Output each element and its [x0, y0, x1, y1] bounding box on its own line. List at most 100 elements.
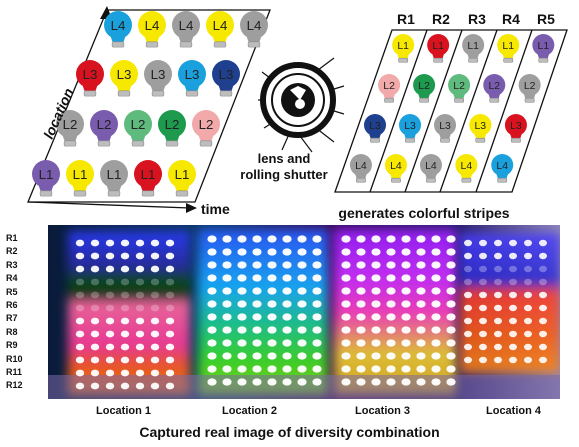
stripe-column-label-r3: R3 — [468, 11, 486, 27]
led-dot — [136, 370, 144, 377]
bulb-label: L1 — [141, 167, 156, 182]
led-dot — [252, 339, 261, 346]
photo-location-label-4: Location 4 — [486, 405, 541, 417]
bulb-label: L1 — [432, 41, 444, 52]
led-dot — [91, 279, 99, 286]
bulb-R4-L3: L3 — [469, 114, 491, 142]
led-dot — [76, 266, 84, 273]
bulb-base — [384, 98, 393, 102]
stripe-column-label-r5: R5 — [537, 11, 555, 27]
bulb-R4-L1: L1 — [497, 34, 519, 62]
led-dot — [207, 378, 216, 385]
photo-row-label-r10: R10 — [6, 354, 23, 364]
led-dot — [431, 365, 440, 372]
led-dot — [341, 339, 350, 346]
bulb-base — [40, 191, 52, 196]
bulb-neck — [174, 185, 189, 191]
bulb-R1-L2: L2 — [378, 74, 400, 102]
led-dot — [121, 357, 129, 364]
led-dot — [416, 326, 425, 333]
led-dot — [207, 235, 216, 242]
led-dot — [252, 378, 261, 385]
led-dot — [401, 274, 410, 281]
led-dot — [121, 305, 129, 312]
led-dot — [386, 300, 395, 307]
led-dot — [136, 240, 144, 247]
bulb-neck — [246, 36, 261, 42]
led-dot — [464, 344, 472, 350]
bulb-base — [132, 141, 144, 146]
led-dot — [237, 274, 246, 281]
bulb-neck — [184, 85, 199, 91]
led-dot — [509, 253, 517, 259]
led-dot — [136, 292, 144, 299]
bulb-neck — [496, 173, 508, 178]
led-dot — [282, 287, 291, 294]
led-dot — [237, 339, 246, 346]
bulb-R1-L4: L4 — [350, 154, 372, 182]
led-dot — [446, 261, 455, 268]
bulb-R2-L2: L2 — [413, 74, 435, 102]
led-dot — [446, 326, 455, 333]
led-dot — [524, 292, 532, 298]
led-dot — [207, 300, 216, 307]
time-arrowhead — [186, 203, 197, 213]
led-dot — [106, 305, 114, 312]
led-dot — [151, 383, 159, 390]
led-dot — [106, 357, 114, 364]
bulb-base — [539, 58, 548, 62]
led-dot — [267, 235, 276, 242]
led-dot — [312, 352, 321, 359]
bulb-label: L3 — [219, 67, 234, 82]
led-dot — [539, 253, 547, 259]
led-dot — [356, 274, 365, 281]
led-dot — [297, 339, 306, 346]
led-dot — [494, 279, 502, 285]
stripe-column-labels: R1R2R3R4R5 — [397, 11, 555, 27]
led-dot — [166, 344, 174, 351]
led-dot — [297, 261, 306, 268]
location-2-glow — [198, 229, 328, 395]
bulb-R4-L4: L4 — [455, 154, 477, 182]
led-dot — [464, 357, 472, 363]
led-dot — [76, 383, 84, 390]
led-dot — [136, 266, 144, 273]
photo-row-label-r6: R6 — [6, 300, 18, 310]
led-dot — [446, 365, 455, 372]
led-dot — [341, 274, 350, 281]
led-dot — [494, 344, 502, 350]
led-dot — [237, 300, 246, 307]
led-dot — [76, 292, 84, 299]
led-dot — [76, 370, 84, 377]
led-dot — [431, 248, 440, 255]
led-dot — [91, 305, 99, 312]
bulb-base — [399, 58, 408, 62]
led-dot — [136, 305, 144, 312]
led-dot — [136, 344, 144, 351]
bulb-neck — [488, 93, 500, 98]
led-dot — [312, 300, 321, 307]
led-dot — [401, 352, 410, 359]
bulb-label: L2 — [63, 117, 78, 132]
led-dot — [166, 331, 174, 338]
led-dot — [222, 326, 231, 333]
bulb-R5-L2: L2 — [519, 74, 541, 102]
led-dot — [106, 279, 114, 286]
led-dot — [446, 300, 455, 307]
led-dot — [237, 378, 246, 385]
led-dot — [356, 235, 365, 242]
led-dot — [524, 305, 532, 311]
bulb-label: L3 — [404, 121, 416, 132]
led-dot — [416, 274, 425, 281]
led-dot — [207, 365, 216, 372]
bulb-base — [112, 42, 124, 47]
bulb-base — [426, 178, 435, 182]
led-dot — [207, 339, 216, 346]
led-dot — [341, 287, 350, 294]
bulb-neck — [178, 36, 193, 42]
led-dot — [539, 344, 547, 350]
led-dot — [151, 331, 159, 338]
led-dot — [431, 274, 440, 281]
bulb-label: L1 — [397, 41, 409, 52]
led-dot — [356, 313, 365, 320]
